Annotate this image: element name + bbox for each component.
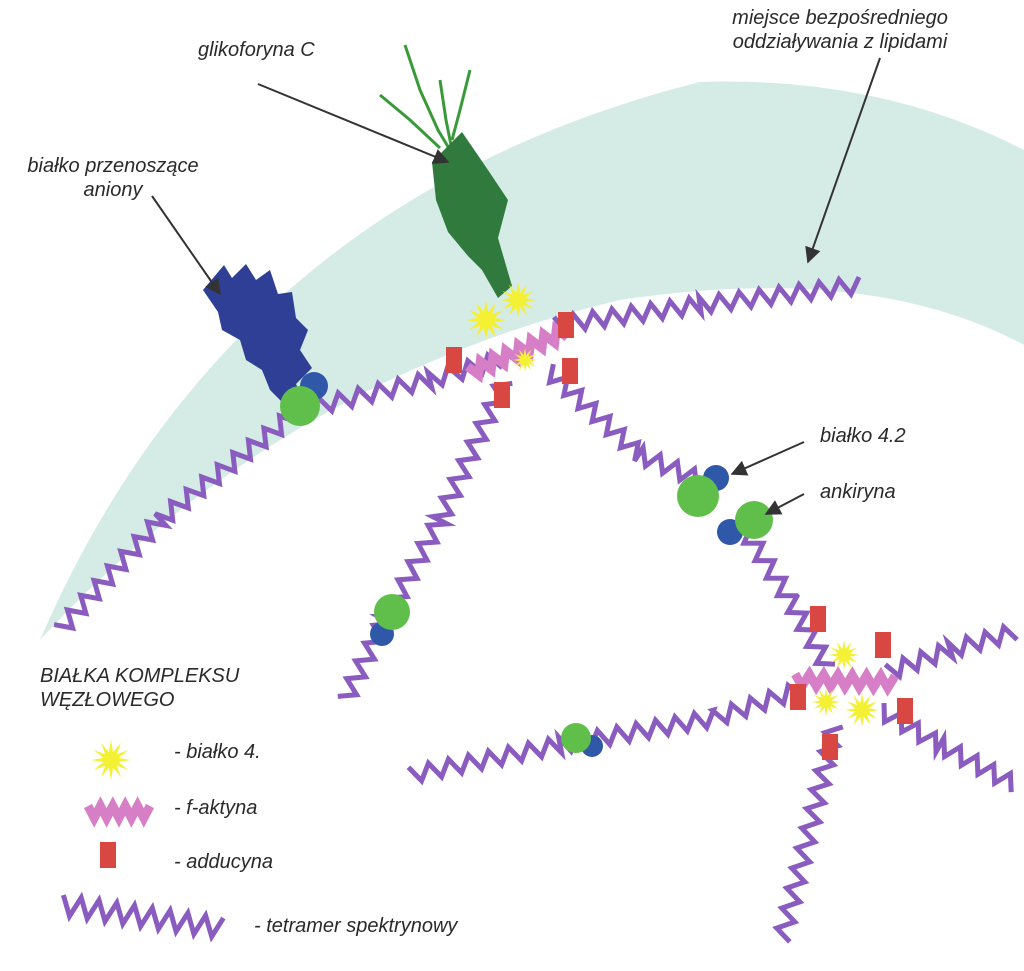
adducin-block	[494, 382, 510, 408]
actin-filament-icon	[84, 796, 154, 828]
ankyrin	[735, 501, 773, 539]
actin-filament	[464, 320, 571, 384]
spectrin-tetramer	[881, 703, 1014, 793]
ankyrin-protein42-pairs	[280, 372, 773, 757]
arrow-ankyrin	[764, 493, 805, 515]
anion-transporter-body	[203, 264, 312, 404]
legend-item-adducin: - adducyna	[174, 851, 273, 873]
spectrin-tetramer	[740, 524, 836, 667]
protein-42-label: białko 4.2	[820, 425, 906, 447]
glycophorin-c-body	[432, 132, 512, 298]
band-4-star	[500, 282, 536, 318]
spectrin-tetramer	[53, 403, 301, 632]
spectrin-tetramer	[406, 681, 805, 786]
band-4-star	[513, 348, 537, 372]
band-4-star	[829, 640, 859, 670]
adducin-block	[790, 684, 806, 710]
adducin-block	[822, 734, 838, 760]
membrane-band	[40, 81, 1024, 641]
glycophorin-label: glikoforyna C	[198, 39, 315, 61]
adducin-block	[558, 312, 574, 338]
arrow-anion-transporter	[151, 195, 221, 296]
spectrin-tetramer	[296, 350, 504, 421]
arrow-lipid-site	[805, 57, 881, 264]
spectrin-tetramer	[337, 380, 513, 699]
star-icon	[91, 740, 131, 780]
legend-item-band4: - białko 4.	[174, 741, 261, 763]
glycophorin-c	[379, 44, 512, 298]
junctional-complexes	[446, 282, 913, 760]
legend-title: BIAŁKA KOMPLEKSU WĘZŁOWEGO	[40, 665, 240, 711]
ankyrin	[677, 475, 719, 517]
spectrin-network	[53, 274, 1019, 944]
legend-symbols	[60, 740, 226, 943]
actin-filament	[791, 665, 899, 697]
adducin-block	[446, 347, 462, 373]
ankyrin	[374, 594, 410, 630]
lipid-site-label: miejsce bezpośredniego oddziaływania z l…	[732, 7, 948, 53]
band-4-star	[845, 693, 879, 727]
spectrin-zigzag-icon	[60, 891, 226, 943]
arrow-glycophorin	[257, 83, 450, 164]
anion-transporter	[203, 264, 312, 404]
adducin-block	[810, 606, 826, 632]
annotation-arrows	[151, 57, 881, 515]
adducin-block	[562, 358, 578, 384]
adducin-block	[875, 632, 891, 658]
legend-item-actin: - f-aktyna	[174, 797, 258, 819]
spectrin-tetramer	[772, 724, 844, 944]
anion-transporter-label: białko przenoszące aniony	[27, 155, 199, 201]
ankyrin	[561, 723, 591, 753]
spectrin-tetramer	[546, 363, 700, 488]
adducin-block	[897, 698, 913, 724]
arrow-protein-42	[730, 441, 805, 476]
band-4-star	[466, 300, 506, 340]
legend-item-spectrin: - tetramer spektrynowy	[254, 915, 458, 937]
ankyrin	[280, 386, 320, 426]
ankyrin-label: ankiryna	[820, 481, 896, 503]
band-4-star	[812, 688, 840, 716]
red-square-icon	[100, 842, 116, 868]
spectrin-tetramer	[551, 274, 862, 337]
spectrin-tetramer	[883, 622, 1019, 682]
